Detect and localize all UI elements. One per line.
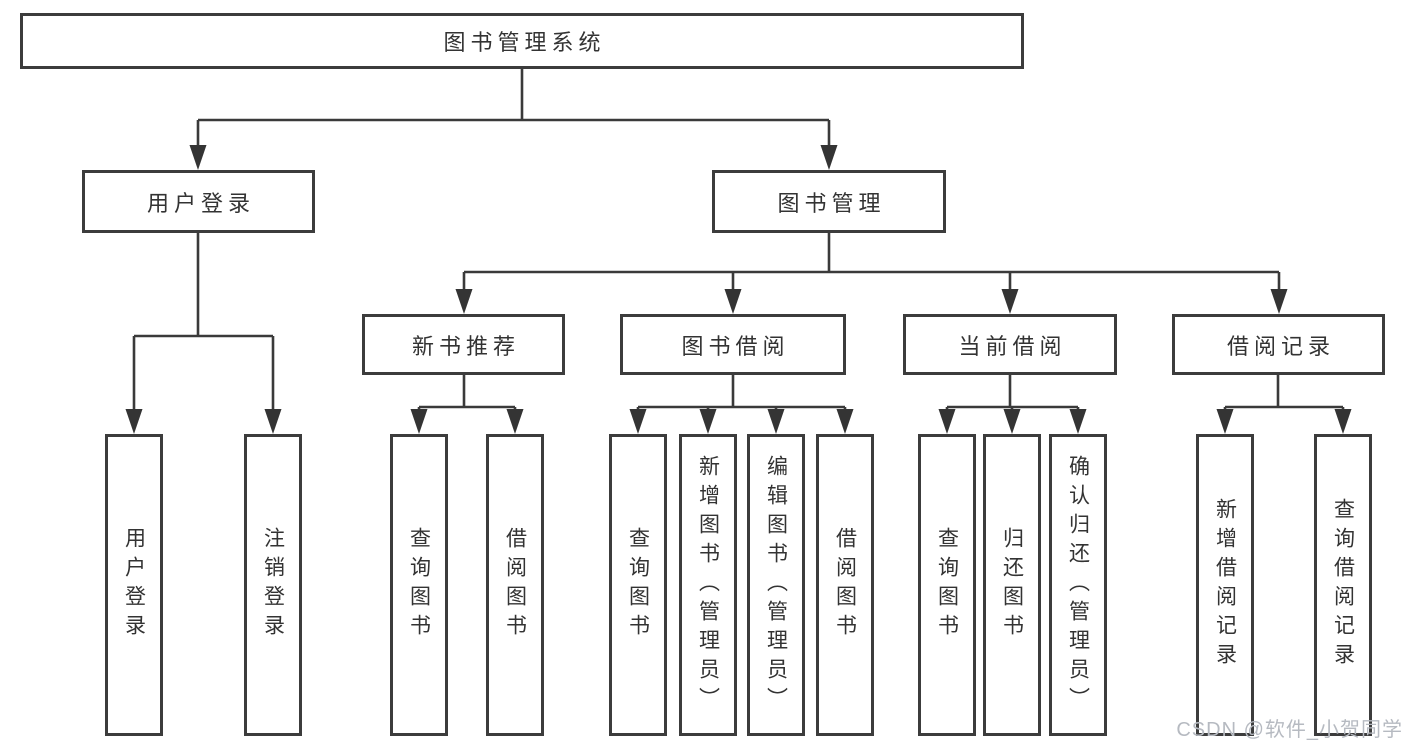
connector-book-management-branch	[455, 233, 1288, 314]
node-label: 借阅图书	[503, 527, 527, 643]
node-user-login: 用户登录	[82, 170, 315, 233]
node-label: 图书借阅	[681, 333, 790, 359]
node-edit-book-admin: 编辑图书（管理员）	[747, 434, 805, 736]
node-query-books-under-recommend: 查询图书	[390, 434, 448, 736]
node-current-borrow: 当前借阅	[903, 314, 1117, 375]
node-label: 新增借阅记录	[1213, 498, 1237, 672]
node-book-borrow: 图书借阅	[620, 314, 846, 375]
connector-new-book-recommend-branch	[410, 375, 524, 434]
node-label: 归还图书	[1000, 527, 1024, 643]
connector-borrow-records-branch	[1216, 375, 1352, 434]
node-book-management: 图书管理	[712, 170, 946, 233]
node-label: 查询借阅记录	[1331, 498, 1355, 672]
node-new-book-recommend: 新书推荐	[362, 314, 565, 375]
node-borrow-books-under-borrow: 借阅图书	[816, 434, 874, 736]
node-label: 确认归还（管理员）	[1066, 454, 1090, 716]
node-logout-action: 注销登录	[244, 434, 302, 736]
connector-book-borrow-branch	[629, 375, 854, 434]
node-label: 当前借阅	[958, 333, 1067, 359]
node-add-borrow-record: 新增借阅记录	[1196, 434, 1254, 736]
node-label: 用户登录	[146, 190, 255, 216]
node-label: 借阅图书	[833, 527, 857, 643]
node-label: 图书管理	[777, 190, 886, 216]
node-query-books-under-borrow: 查询图书	[609, 434, 667, 736]
node-label: 查询图书	[935, 527, 959, 643]
connector-user-login-branch	[125, 233, 282, 434]
node-add-book-admin: 新增图书（管理员）	[679, 434, 737, 736]
connector-current-borrow-branch	[938, 375, 1087, 434]
node-user-login-action: 用户登录	[105, 434, 163, 736]
node-label: 查询图书	[407, 527, 431, 643]
node-label: 新书推荐	[411, 333, 520, 359]
connector-root-to-branches	[189, 69, 838, 170]
node-label: 借阅记录	[1226, 333, 1335, 359]
node-label: 编辑图书（管理员）	[764, 454, 788, 716]
node-label: 图书管理系统	[443, 30, 606, 55]
node-query-borrow-record: 查询借阅记录	[1314, 434, 1372, 736]
node-label: 注销登录	[261, 527, 285, 643]
node-library-management-system: 图书管理系统	[20, 13, 1024, 69]
node-query-books-under-current: 查询图书	[918, 434, 976, 736]
csdn-watermark: CSDN @软件_小贺同学	[1176, 719, 1403, 741]
node-return-books: 归还图书	[983, 434, 1041, 736]
node-label: 查询图书	[626, 527, 650, 643]
node-borrow-records: 借阅记录	[1172, 314, 1385, 375]
node-confirm-return-admin: 确认归还（管理员）	[1049, 434, 1107, 736]
node-label: 用户登录	[122, 527, 146, 643]
node-borrow-books-under-recommend: 借阅图书	[486, 434, 544, 736]
node-label: 新增图书（管理员）	[696, 454, 720, 716]
